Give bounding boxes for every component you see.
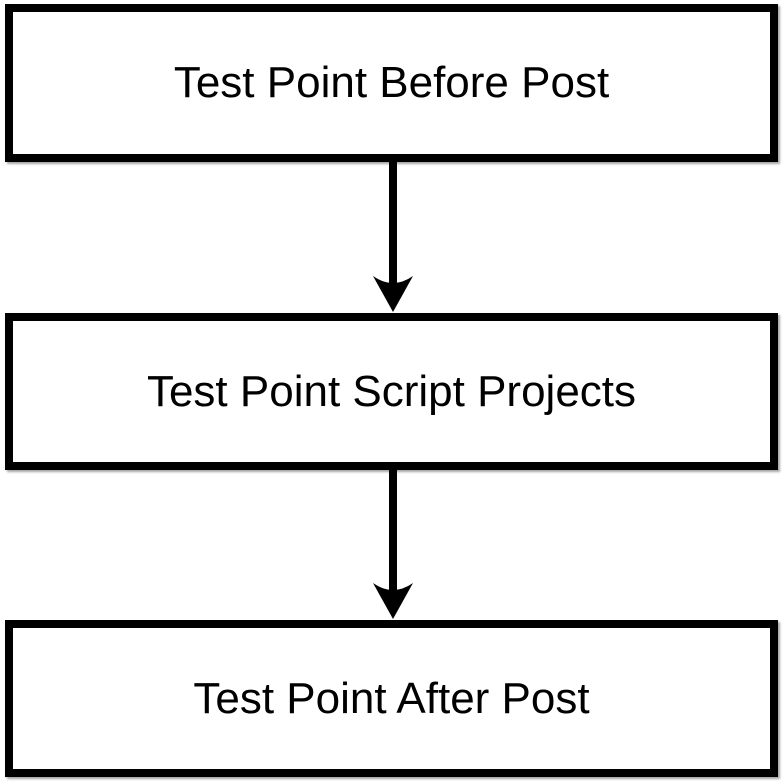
flow-node-test-point-script-projects: Test Point Script Projects	[5, 313, 778, 470]
arrow-shaft	[389, 160, 397, 288]
flow-node-test-point-after-post: Test Point After Post	[5, 620, 778, 777]
arrowhead-down-icon	[373, 583, 413, 619]
arrow-shaft	[389, 468, 397, 596]
flow-node-label: Test Point Script Projects	[146, 366, 637, 416]
flow-node-label: Test Point After Post	[193, 673, 590, 723]
flow-node-test-point-before-post: Test Point Before Post	[5, 4, 778, 162]
arrowhead-down-icon	[373, 276, 413, 312]
flow-node-label: Test Point Before Post	[173, 58, 610, 107]
edge-arrow-script-to-after	[373, 468, 413, 619]
edge-arrow-before-to-script	[373, 160, 413, 312]
